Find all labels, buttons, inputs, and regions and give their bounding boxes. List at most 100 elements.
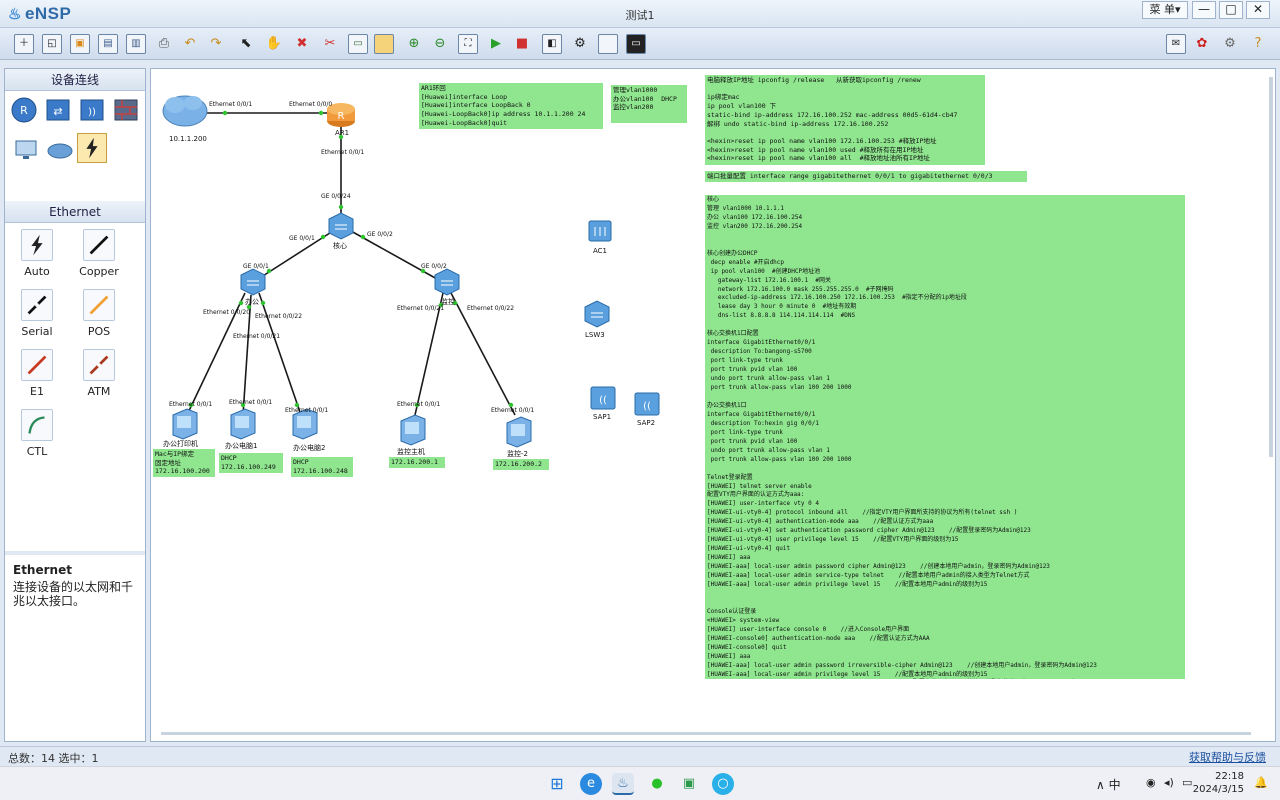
volume-icon[interactable]: ◂) bbox=[1164, 776, 1174, 789]
sap1-label[interactable]: SAP1 bbox=[593, 413, 612, 421]
cable-label: POS bbox=[87, 325, 111, 338]
ar1-loopback-note[interactable]: AR1环回 [Huawei]interface Loop [Huawei]int… bbox=[419, 83, 603, 129]
start-device-icon[interactable]: ▶ bbox=[491, 36, 501, 51]
office-switch-label[interactable]: 办公 bbox=[245, 298, 259, 306]
capture-data-icon[interactable]: ◧ bbox=[542, 34, 562, 54]
topology-icon[interactable]: ⚙ bbox=[574, 36, 586, 51]
port-label: Ethernet 0/0/1 bbox=[209, 101, 253, 108]
switch-icon[interactable]: ⇄ bbox=[43, 95, 73, 125]
huawei-icon[interactable]: ✿ bbox=[1196, 36, 1208, 51]
clock-time: 22:18 bbox=[1215, 771, 1244, 782]
ensp-icon[interactable]: ♨ bbox=[612, 773, 634, 795]
menu-button[interactable]: 菜 单▾ bbox=[1142, 1, 1188, 19]
port-label: GE 0/0/1 bbox=[289, 235, 315, 242]
show-grid-icon[interactable] bbox=[598, 34, 618, 54]
port-label: GE 0/0/2 bbox=[421, 263, 447, 270]
cable-e1[interactable]: E1 bbox=[7, 349, 67, 398]
maximize-button[interactable]: □ bbox=[1219, 1, 1243, 19]
topology-canvas[interactable]: R (( bbox=[150, 68, 1276, 742]
new-topology-icon[interactable]: ＋ bbox=[14, 34, 34, 54]
stop-device-icon[interactable]: ■ bbox=[515, 36, 529, 51]
sap2-label[interactable]: SAP2 bbox=[637, 419, 656, 427]
router-icon[interactable]: R bbox=[9, 95, 39, 125]
battery-icon[interactable]: ▭ bbox=[1182, 776, 1193, 789]
cli-icon[interactable]: ▭ bbox=[626, 34, 646, 54]
print-icon[interactable]: ⎙ bbox=[158, 36, 170, 51]
ac1-label[interactable]: AC1 bbox=[593, 247, 608, 255]
open-icon[interactable]: ▣ bbox=[70, 34, 90, 54]
windows-start-icon[interactable]: ⊞ bbox=[550, 774, 564, 793]
delete-icon[interactable]: ✖ bbox=[296, 36, 308, 51]
title-bar: ♨eNSP 测试1 菜 单▾ — □ ✕ bbox=[0, 0, 1280, 28]
vlan-note[interactable]: 管理vlan1000 办公vlan100 DHCP 监控vlan200 bbox=[611, 85, 687, 123]
printer-ip-note[interactable]: Mac与IP绑定 固定地址 172.16.100.200 bbox=[153, 449, 215, 477]
core-label[interactable]: 核心 bbox=[333, 242, 347, 250]
port-range-note[interactable]: 端口批量配置 interface range gigabitethernet 0… bbox=[705, 171, 1027, 182]
ip-release-note[interactable]: 电脑释放IP地址 ipconfig /release 从新获取ipconfig … bbox=[705, 75, 985, 165]
pc-icon[interactable] bbox=[11, 135, 41, 165]
cable-serial[interactable]: Serial bbox=[7, 289, 67, 338]
pos-cable-icon bbox=[83, 289, 115, 321]
select-icon[interactable]: ⬉ bbox=[240, 36, 252, 51]
browser-icon[interactable]: ○ bbox=[712, 773, 734, 795]
system-tray[interactable]: ∧ 中 bbox=[1096, 778, 1121, 792]
chat-icon[interactable]: ✉ bbox=[1166, 34, 1186, 54]
close-button[interactable]: ✕ bbox=[1246, 1, 1270, 19]
cable-pos[interactable]: POS bbox=[69, 289, 129, 338]
wifi-icon[interactable]: ◉ bbox=[1146, 776, 1156, 789]
pc1-ip-note[interactable]: DHCP 172.16.100.249 bbox=[219, 453, 283, 473]
monitor-2-ip-note[interactable]: 172.16.200.2 bbox=[493, 459, 549, 470]
cable-atm[interactable]: ATM bbox=[69, 349, 129, 398]
ar1-label[interactable]: AR1 bbox=[335, 129, 350, 137]
port-label: Ethernet 0/0/1 bbox=[397, 401, 441, 408]
zoom-out-icon[interactable]: ⊖ bbox=[434, 36, 446, 51]
hand-pan-icon[interactable]: ✋ bbox=[265, 36, 283, 51]
horizontal-scrollbar[interactable] bbox=[161, 732, 1251, 735]
redo-icon[interactable]: ↷ bbox=[210, 36, 222, 51]
help-icon[interactable]: ? bbox=[1254, 36, 1262, 51]
fit-view-icon[interactable]: ⛶ bbox=[458, 34, 478, 54]
zoom-in-icon[interactable]: ⊕ bbox=[408, 36, 420, 51]
text-icon[interactable]: ▭ bbox=[348, 34, 368, 54]
monitor-switch-label[interactable]: 监控 bbox=[441, 298, 455, 306]
cable-auto[interactable]: Auto bbox=[7, 229, 67, 278]
delete-all-links-icon[interactable]: ✂ bbox=[324, 36, 336, 51]
cable-label: CTL bbox=[26, 445, 48, 458]
cable-copper[interactable]: Copper bbox=[69, 229, 129, 278]
cable-ctl[interactable]: CTL bbox=[7, 409, 67, 458]
monitor-host-ip-note[interactable]: 172.16.200.1 bbox=[389, 457, 445, 468]
help-feedback-link[interactable]: 获取帮助与反馈 bbox=[1189, 751, 1266, 764]
port-label: Ethernet 0/0/1 bbox=[285, 407, 329, 414]
ensp-logo-icon: ♨ bbox=[8, 6, 22, 23]
atm-cable-icon bbox=[83, 349, 115, 381]
save-icon[interactable]: ▤ bbox=[98, 34, 118, 54]
pc1-label[interactable]: 办公电脑1 bbox=[225, 442, 258, 450]
pc2-ip-note[interactable]: DHCP 172.16.100.248 bbox=[291, 457, 353, 477]
core-config-note[interactable]: 核心 管理 vlan1000 10.1.1.1 办公 vlan100 172.1… bbox=[705, 195, 1185, 679]
wechat-icon[interactable]: ● bbox=[651, 776, 663, 791]
printer-label[interactable]: 办公打印机 bbox=[163, 440, 198, 448]
cable-label: E1 bbox=[30, 385, 44, 398]
lsw3-label[interactable]: LSW3 bbox=[585, 331, 605, 339]
new-example-icon[interactable]: ◱ bbox=[42, 34, 62, 54]
notification-icon[interactable]: 🔔 bbox=[1254, 776, 1268, 789]
save-as-icon[interactable]: ▥ bbox=[126, 34, 146, 54]
settings-icon[interactable]: ⚙ bbox=[1224, 36, 1236, 51]
monitor-host-label[interactable]: 监控主机 bbox=[397, 448, 425, 456]
description-box: Ethernet 连接设备的以太网和千兆以太接口。 bbox=[5, 551, 145, 741]
clock[interactable]: 22:18 2024/3/15 bbox=[1193, 770, 1244, 796]
virtualbox-icon[interactable]: ▣ bbox=[682, 776, 696, 791]
link-icon[interactable] bbox=[77, 133, 107, 163]
cloud-icon[interactable] bbox=[45, 135, 75, 165]
edge-icon[interactable]: e bbox=[580, 773, 602, 795]
firewall-icon[interactable] bbox=[111, 95, 141, 125]
e1-cable-icon bbox=[21, 349, 53, 381]
pc2-label[interactable]: 办公电脑2 bbox=[293, 444, 326, 452]
minimize-button[interactable]: — bbox=[1192, 1, 1216, 19]
palette-icon[interactable] bbox=[374, 34, 394, 54]
monitor-2-label[interactable]: 监控-2 bbox=[507, 450, 528, 458]
undo-icon[interactable]: ↶ bbox=[184, 36, 196, 51]
wlan-icon[interactable]: )) bbox=[77, 95, 107, 125]
svg-text:R: R bbox=[338, 111, 345, 122]
vertical-scrollbar[interactable] bbox=[1269, 77, 1273, 457]
